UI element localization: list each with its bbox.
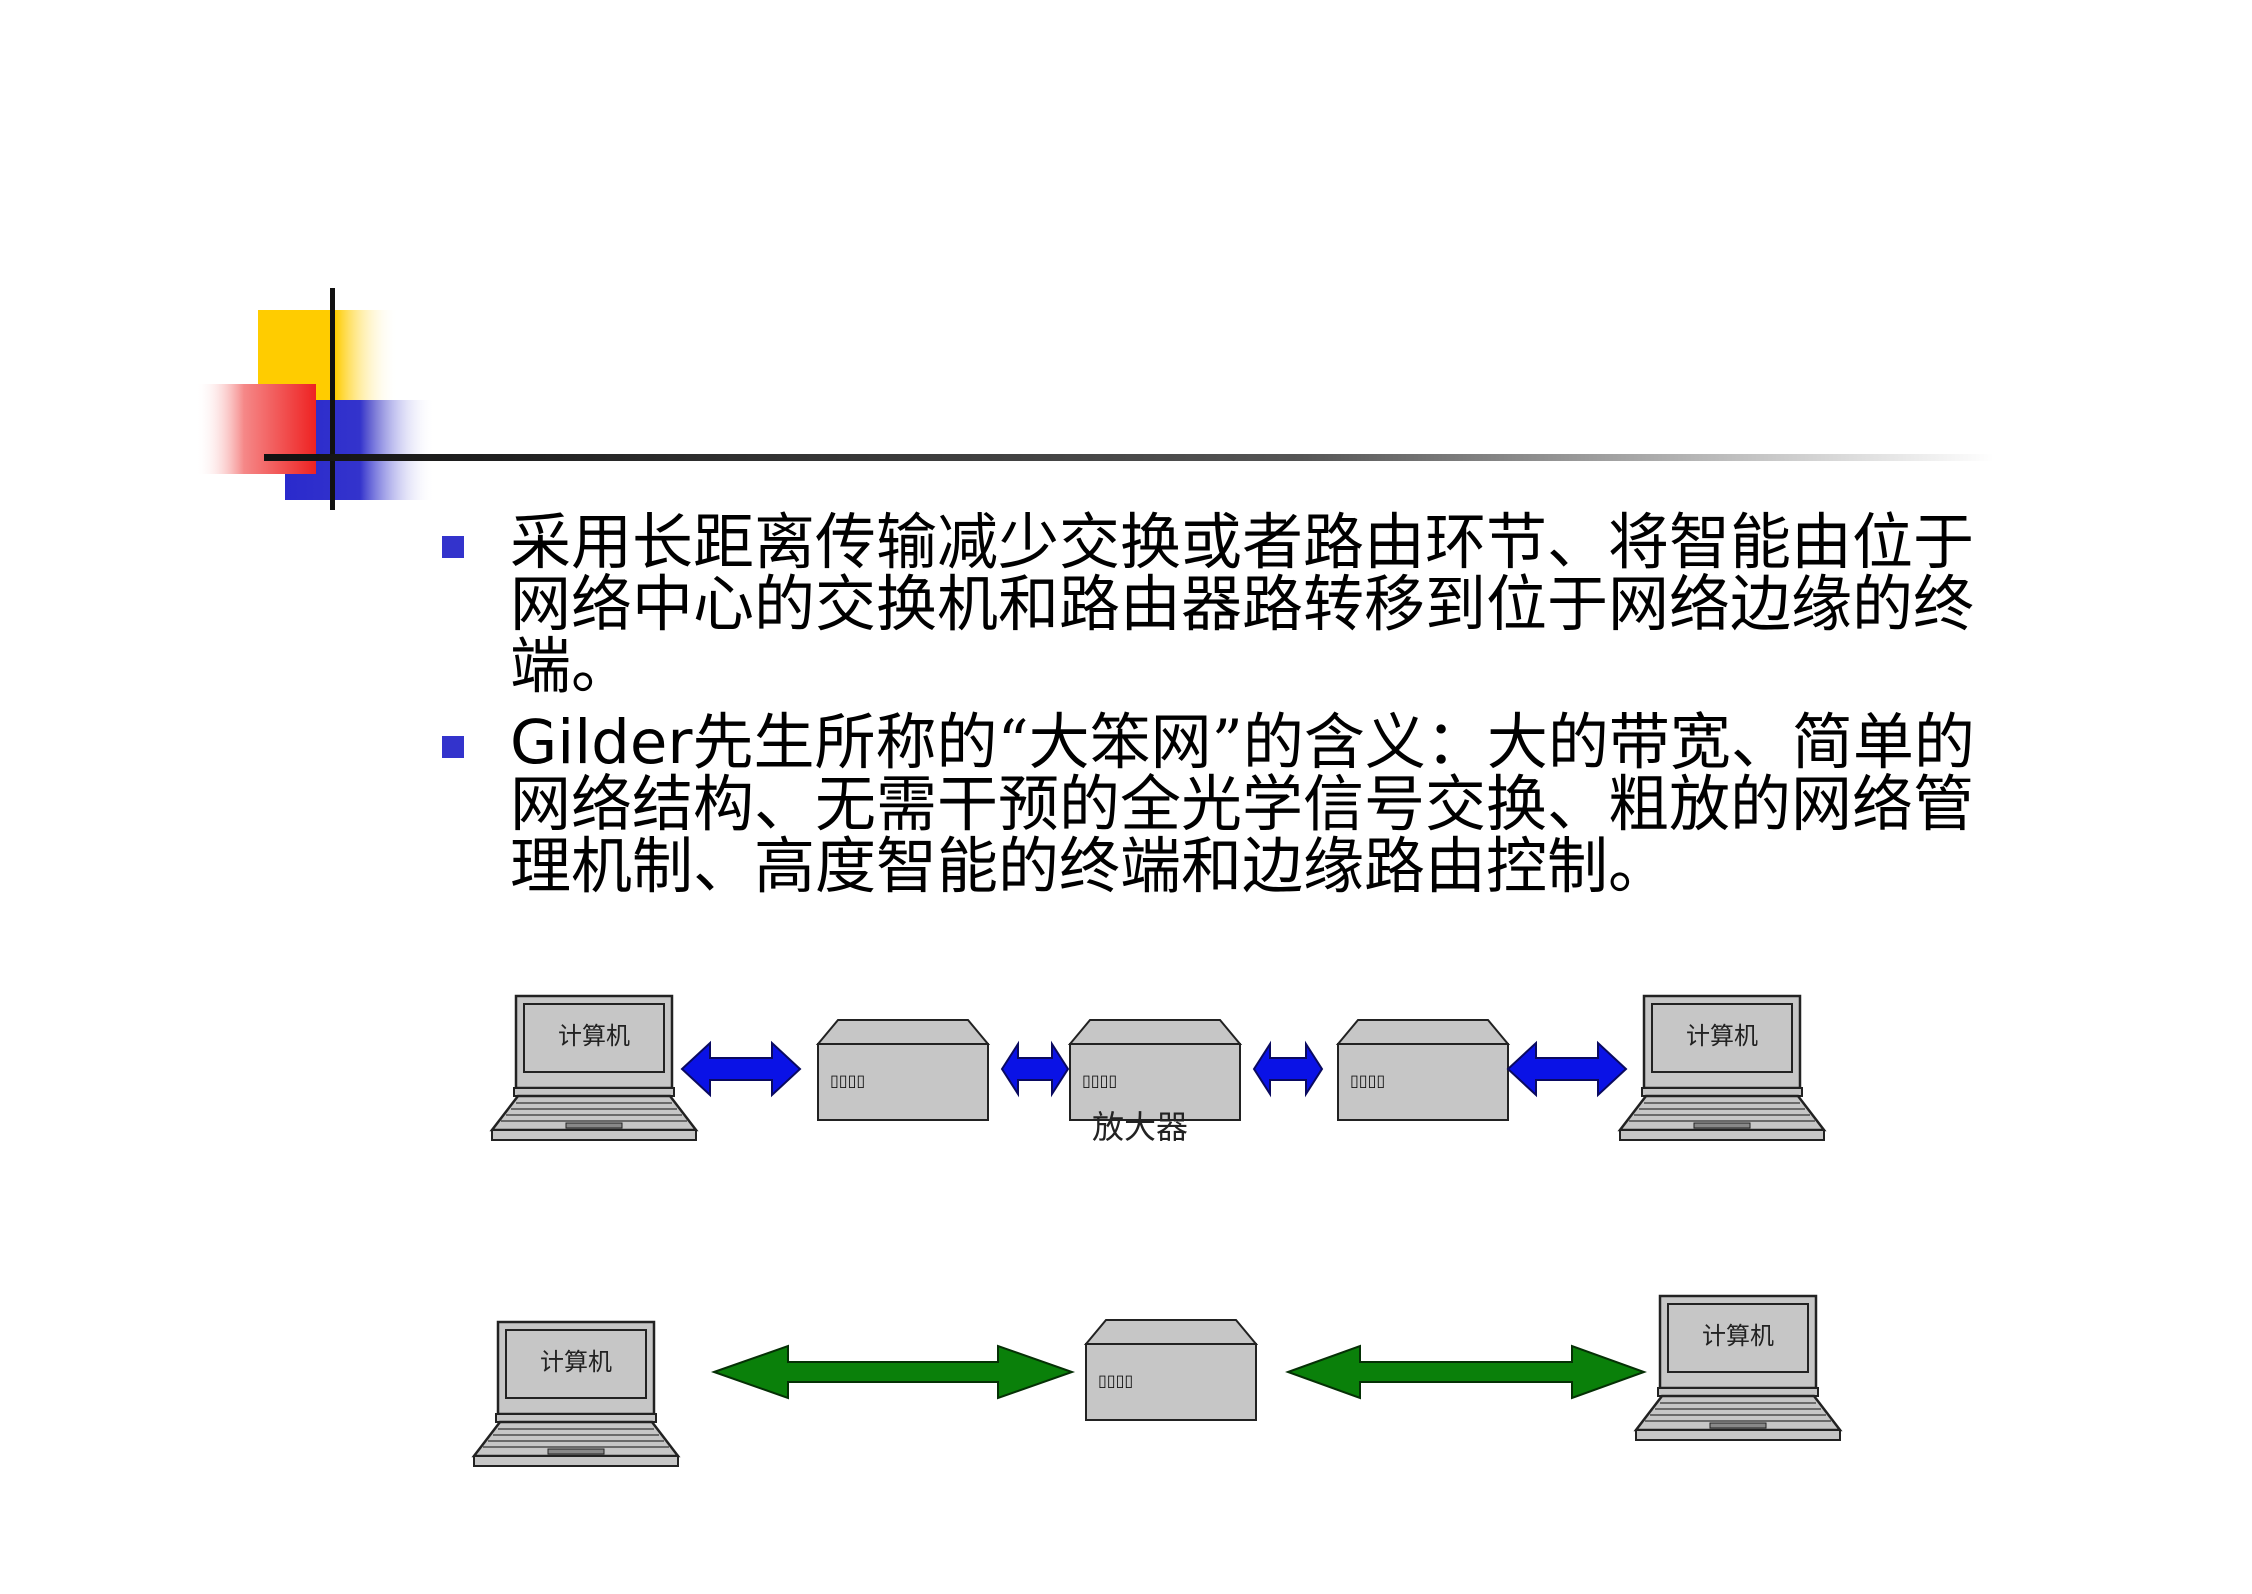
double-arrow-blue-1 bbox=[680, 1040, 802, 1098]
computer-icon-row1-right: 计算机 bbox=[1618, 994, 1826, 1142]
bullet-2-text: 先生所称的“大笨网”的含义：大的带宽、简单的网络结构、无需干预的全光学信号交换、… bbox=[510, 707, 1975, 902]
bullet-item-2: Gilder先生所称的“大笨网”的含义：大的带宽、简单的网络结构、无需干预的全光… bbox=[442, 712, 2030, 898]
device-ports: ▯▯▯▯ bbox=[1098, 1371, 1133, 1390]
square-bullet-icon bbox=[442, 736, 464, 758]
computer-label: 计算机 bbox=[540, 1348, 612, 1376]
double-arrow-blue-4 bbox=[1506, 1040, 1628, 1098]
deco-vertical-line bbox=[330, 288, 335, 510]
switch-device-left: ▯▯▯▯ bbox=[817, 1019, 989, 1121]
double-arrow-blue-3 bbox=[1252, 1040, 1324, 1098]
title-rule-line bbox=[264, 454, 1994, 461]
computer-icon-row2-right: 计算机 bbox=[1634, 1294, 1842, 1442]
switch-device-right: ▯▯▯▯ bbox=[1337, 1019, 1509, 1121]
device-ports: ▯▯▯▯ bbox=[1350, 1071, 1385, 1090]
double-arrow-green-1 bbox=[710, 1344, 1076, 1400]
device-ports: ▯▯▯▯ bbox=[830, 1071, 865, 1090]
computer-label: 计算机 bbox=[1686, 1022, 1758, 1050]
switch-device-center: ▯▯▯▯ bbox=[1085, 1319, 1257, 1421]
device-ports: ▯▯▯▯ bbox=[1082, 1071, 1117, 1090]
double-arrow-blue-2 bbox=[1000, 1040, 1070, 1098]
computer-icon-row2-left: 计算机 bbox=[472, 1320, 680, 1468]
double-arrow-green-2 bbox=[1285, 1344, 1647, 1400]
computer-label: 计算机 bbox=[558, 1022, 630, 1050]
computer-label: 计算机 bbox=[1702, 1322, 1774, 1350]
decorative-header-graphic bbox=[196, 288, 1994, 510]
bullet-item-1: 采用长距离传输减少交换或者路由环节、将智能由位于网络中心的交换机和路由器路转移到… bbox=[442, 512, 2030, 698]
amplifier-device: ▯▯▯▯ 放大器 bbox=[1069, 1019, 1241, 1146]
amplifier-label: 放大器 bbox=[1092, 1108, 1188, 1146]
bullet-2-lead: Gilder bbox=[510, 707, 693, 778]
bullet-1-text: 采用长距离传输减少交换或者路由环节、将智能由位于网络中心的交换机和路由器路转移到… bbox=[510, 507, 1975, 702]
square-bullet-icon bbox=[442, 536, 464, 558]
computer-icon-row1-left: 计算机 bbox=[490, 994, 698, 1142]
